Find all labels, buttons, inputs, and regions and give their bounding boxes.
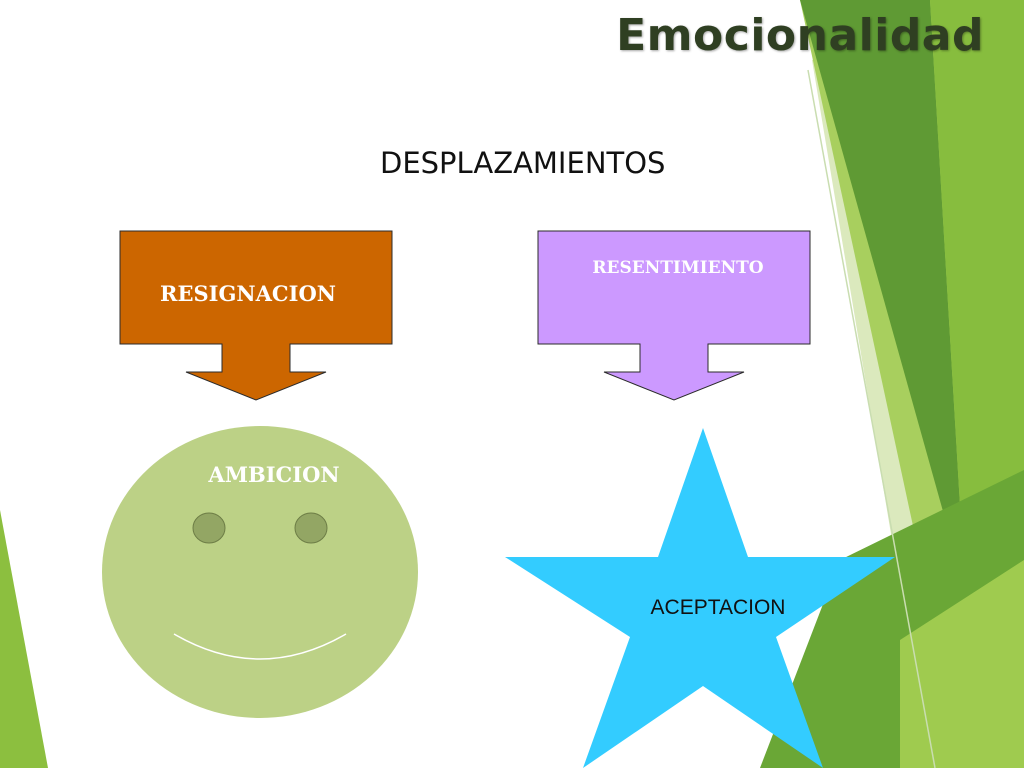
star-shape xyxy=(505,428,895,768)
thin-diagonal-line xyxy=(807,69,936,768)
slide-subtitle: DESPLAZAMIENTOS xyxy=(380,146,666,180)
smiley-left-eye xyxy=(192,512,226,544)
slide-title: Emocionalidad xyxy=(616,10,984,61)
aceptacion-label: ACEPTACION xyxy=(651,596,786,619)
resentimiento-callout: RESENTIMIENTO xyxy=(537,230,811,401)
smiley-right-eye xyxy=(294,512,328,544)
left-accent-stripe xyxy=(0,510,48,768)
resignacion-callout: RESIGNACION xyxy=(119,230,393,401)
resentimiento-label: RESENTIMIENTO xyxy=(592,258,763,278)
ambicion-smiley: AMBICION xyxy=(102,426,418,718)
ambicion-label: AMBICION xyxy=(207,462,339,487)
resentimiento-arrow-shape xyxy=(537,230,811,401)
resignacion-arrow-shape xyxy=(119,230,393,401)
right-dark-facet xyxy=(800,0,965,590)
aceptacion-star: ACEPTACION xyxy=(505,428,895,768)
resignacion-label: RESIGNACION xyxy=(160,281,336,306)
bottom-right-light-facet xyxy=(900,560,1024,768)
smiley-mouth xyxy=(173,633,347,660)
smiley-face xyxy=(102,426,418,718)
